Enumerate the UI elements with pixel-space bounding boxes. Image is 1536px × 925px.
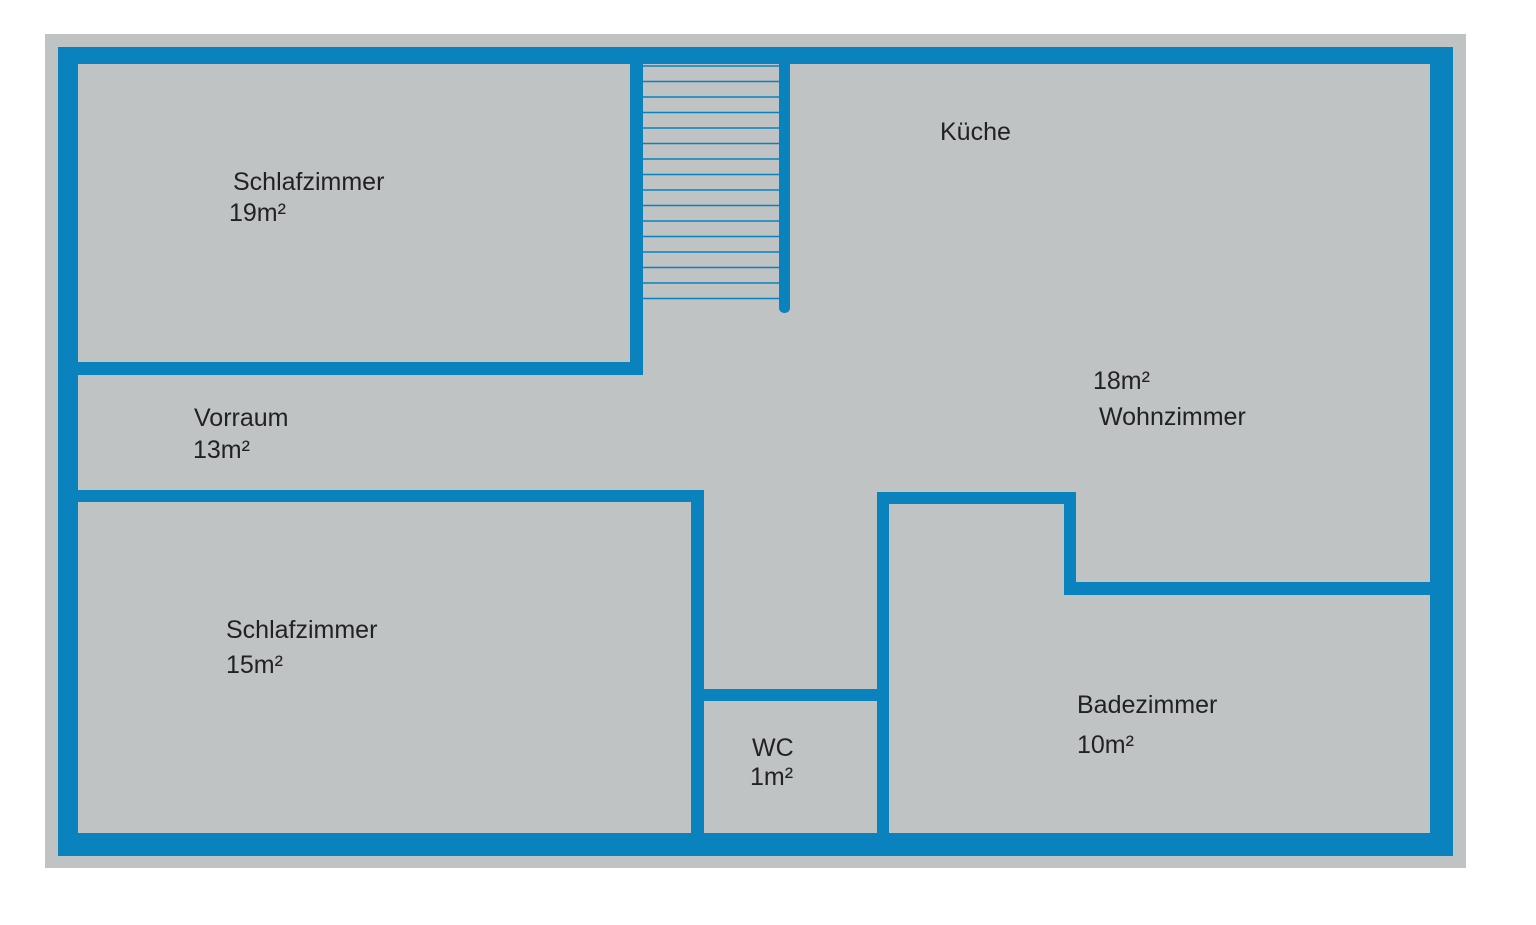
wall-living-bottom [1064, 582, 1436, 595]
interior-walls [70, 47, 1436, 840]
room-name-schlafzimmer-top: Schlafzimmer [233, 168, 384, 196]
room-area-badezimmer: 10m² [1077, 731, 1134, 759]
wall-hall-bottom [70, 490, 704, 502]
room-labels: Schlafzimmer 19m² Vorraum 13m² Schlafzim… [193, 118, 1246, 791]
room-area-wohnzimmer: 18m² [1093, 367, 1150, 395]
staircase [643, 65, 779, 300]
room-area-schlafzimmer-bottom: 15m² [226, 651, 283, 679]
outer-frame [45, 34, 1466, 868]
room-name-wc: WC [752, 734, 794, 762]
room-name-badezimmer: Badezimmer [1077, 691, 1217, 719]
wall-staircase-right [779, 47, 790, 313]
room-name-vorraum: Vorraum [194, 404, 288, 432]
room-area-wc: 1m² [750, 763, 793, 791]
wall-bathroom-notch [1064, 492, 1076, 595]
wall-bedroom-top-right [630, 47, 643, 375]
wall-bathroom-left [877, 492, 889, 840]
wall-bedroom-bottom-right [691, 490, 704, 840]
room-name-wohnzimmer: Wohnzimmer [1099, 403, 1246, 431]
wall-wc-top [691, 689, 889, 701]
room-area-schlafzimmer-top: 19m² [229, 199, 286, 227]
room-name-kueche: Küche [940, 118, 1011, 146]
room-name-schlafzimmer-bottom: Schlafzimmer [226, 616, 377, 644]
wall-bathroom-top [877, 492, 1076, 504]
room-area-vorraum: 13m² [193, 436, 250, 464]
wall-bedroom-top-bottom [70, 362, 643, 375]
